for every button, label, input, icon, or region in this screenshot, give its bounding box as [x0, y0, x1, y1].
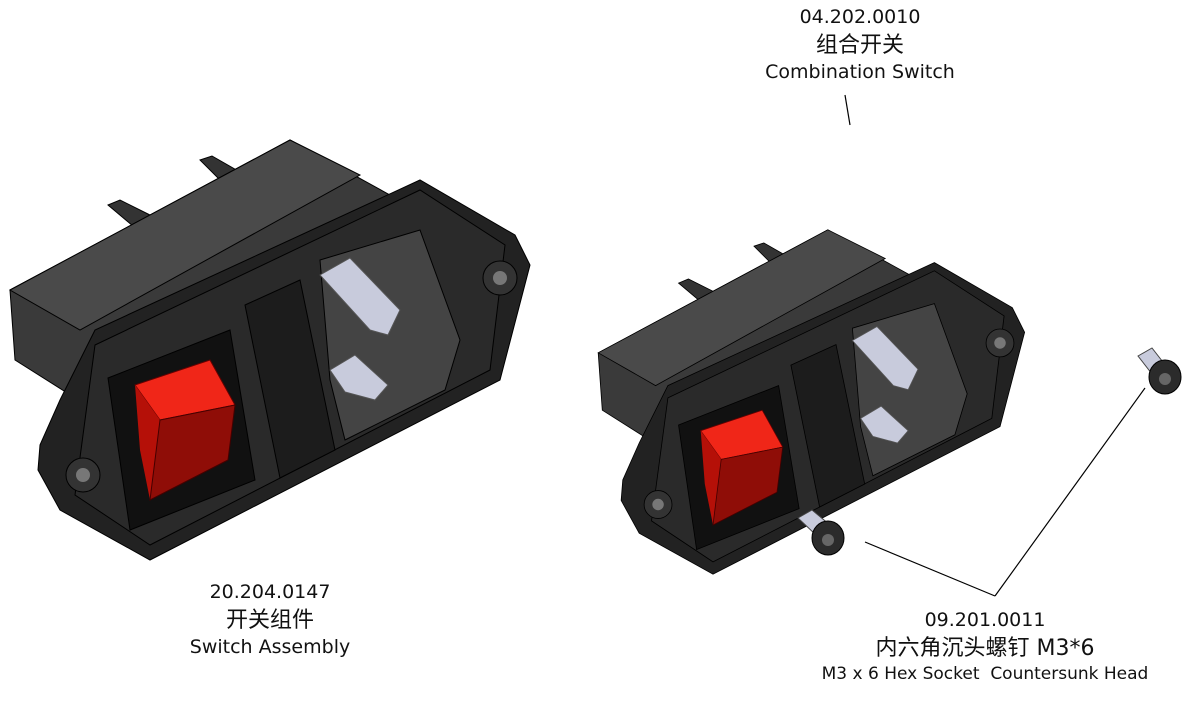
part-number: 04.202.0010 — [799, 6, 921, 28]
part-name-cn: 组合开关 — [815, 32, 904, 58]
part-name-en: M3 x 6 Hex Socket Countersunk Head — [821, 664, 1149, 685]
part-name-cn: 内六角沉头螺钉 M3*6 — [875, 635, 1095, 661]
part-number: 09.201.0011 — [924, 609, 1046, 631]
part-name-cn: 开关组件 — [225, 607, 314, 633]
part-number: 20.204.0147 — [209, 581, 331, 603]
screw-drawing-right — [1137, 347, 1182, 395]
switch-assembly-label: 20.204.0147 开关组件 Switch Assembly — [160, 580, 380, 661]
part-name-en: Combination Switch — [765, 61, 955, 84]
screw-drawing-left — [797, 509, 845, 556]
combination-switch-label: 04.202.0010 组合开关 Combination Switch — [740, 5, 980, 86]
part-name-en: Switch Assembly — [189, 636, 351, 659]
switch-assembly-drawing — [9, 139, 531, 561]
leader-lines — [844, 94, 1146, 597]
screw-label: 09.201.0011 内六角沉头螺钉 M3*6 M3 x 6 Hex Sock… — [800, 608, 1170, 686]
